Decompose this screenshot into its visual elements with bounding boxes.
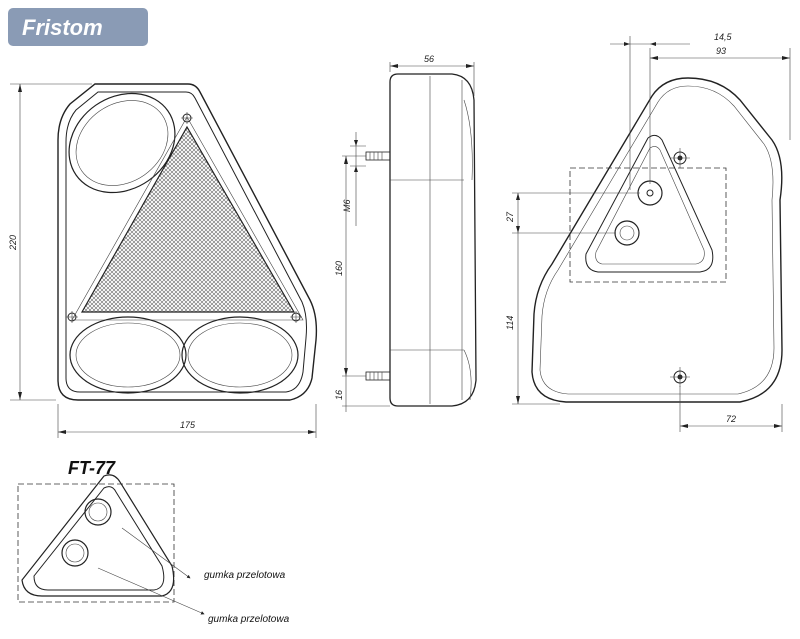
grommet-hole — [84, 498, 112, 526]
dim-back-offset-2: 93 — [716, 46, 726, 56]
stop-lens — [69, 316, 187, 394]
brand-logo: Fristom — [8, 8, 148, 46]
back-view: 14,5 93 27 114 72 — [505, 32, 791, 432]
model-label: FT-77 — [68, 458, 116, 478]
ft77-detail: FT-77 gumka przelotowa gumka przelotowa — [17, 458, 290, 625]
brand-name: Fristom — [22, 15, 103, 40]
note-grommet-2: gumka przelotowa — [208, 614, 290, 625]
screw-icon — [290, 311, 302, 323]
dim-back-hole-height: 27 — [505, 211, 515, 223]
dim-back-bottom-offset: 72 — [726, 414, 736, 424]
grommet-hole — [614, 220, 640, 246]
side-view: 56 M6 160 16 — [334, 54, 477, 412]
mounting-template — [569, 167, 727, 283]
stud-icon — [670, 148, 690, 168]
mounting-bolt — [365, 371, 391, 381]
dim-front-width: 175 — [180, 420, 196, 430]
screw-icon — [181, 112, 193, 124]
front-view: 175 220 — [8, 83, 318, 438]
dim-bolt-spacing: 160 — [334, 261, 344, 276]
dim-back-hole-vertical: 114 — [505, 316, 515, 330]
dim-side-depth: 56 — [424, 54, 434, 64]
dim-back-offset-1: 14,5 — [714, 32, 733, 42]
grommet-hole — [61, 539, 89, 567]
grommet-hole — [637, 180, 663, 206]
stud-icon — [670, 367, 690, 387]
indicator-lens — [68, 92, 176, 194]
dim-bolt-thread: M6 — [342, 199, 352, 212]
triangle-reflector — [80, 125, 296, 313]
mounting-bolt — [365, 151, 391, 161]
dim-bolt-offset: 16 — [334, 390, 344, 400]
note-grommet-1: gumka przelotowa — [204, 570, 286, 581]
dim-front-height: 220 — [8, 235, 18, 251]
screw-icon — [66, 311, 78, 323]
tail-lens — [181, 316, 299, 394]
